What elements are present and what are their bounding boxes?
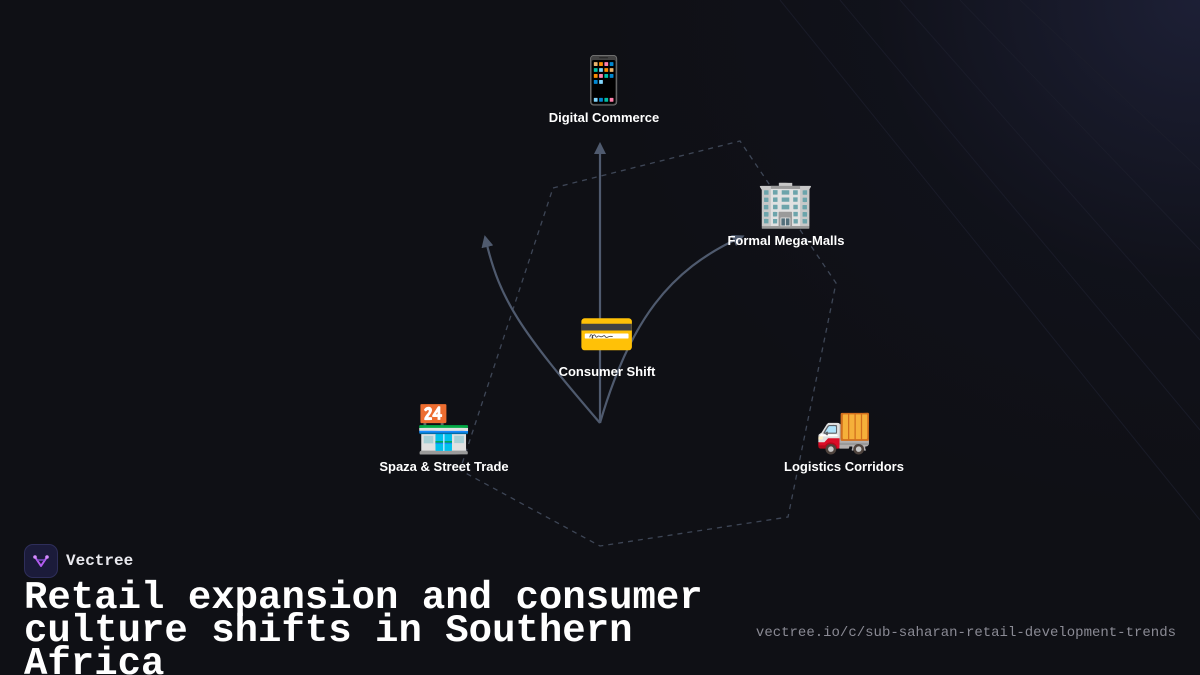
convenience-store-icon: 🏪 <box>415 402 473 456</box>
node-spaza-street-trade: 🏪 Spaza & Street Trade <box>379 403 508 474</box>
page-title: Retail expansion and consumer culture sh… <box>24 576 703 675</box>
vectree-logo-icon <box>24 544 58 578</box>
mobile-phone-icon: 📱 <box>575 53 633 107</box>
brand: Vectree <box>24 544 133 578</box>
brand-name: Vectree <box>66 552 134 570</box>
node-logistics-corridors: 🚚 Logistics Corridors <box>784 403 904 474</box>
node-label: Formal Mega-Malls <box>727 233 845 248</box>
node-digital-commerce: 📱 Digital Commerce <box>549 54 660 125</box>
node-formal-mega-malls: 🏢 Formal Mega-Malls <box>727 177 844 248</box>
edge-consumer-to-spaza <box>481 235 601 424</box>
credit-card-icon: 💳 <box>578 307 636 361</box>
region-outline <box>459 140 837 547</box>
node-label: Spaza & Street Trade <box>379 459 509 474</box>
office-building-icon: 🏢 <box>757 176 815 230</box>
delivery-truck-icon: 🚚 <box>815 402 873 456</box>
source-url[interactable]: vectree.io/c/sub-saharan-retail-developm… <box>755 625 1176 641</box>
node-label: Logistics Corridors <box>784 459 904 474</box>
node-consumer-shift: 💳 Consumer Shift <box>559 308 656 379</box>
edge-consumer-to-malls <box>598 235 745 424</box>
node-label: Consumer Shift <box>558 364 656 379</box>
node-label: Digital Commerce <box>548 110 660 125</box>
